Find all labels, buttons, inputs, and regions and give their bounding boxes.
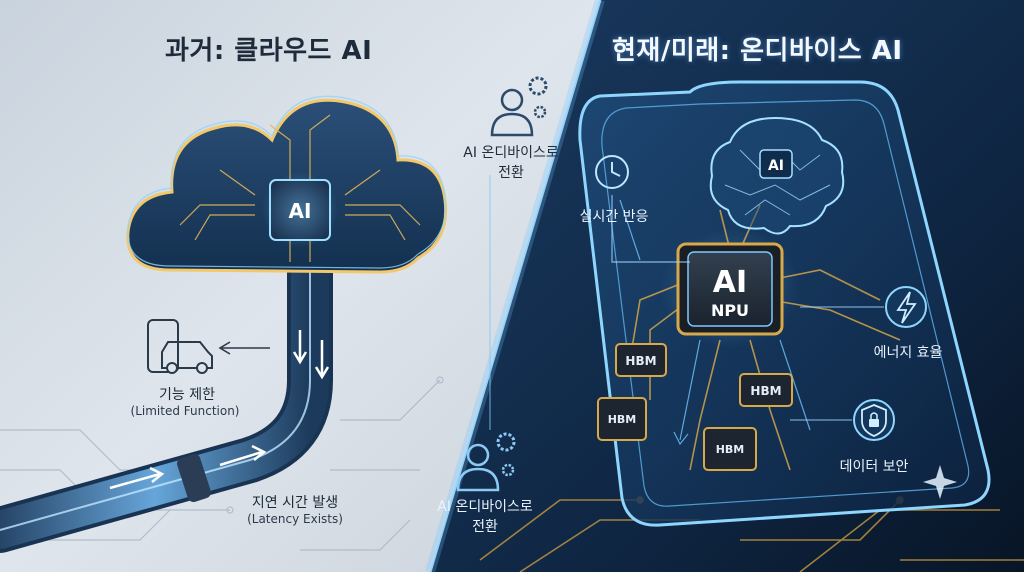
energy-label: 에너지 효율: [873, 345, 943, 361]
shield-lock-icon: [853, 399, 895, 441]
phone-signal-lines: [619, 199, 811, 446]
center-top-line1: AI 온디바이스로: [463, 145, 559, 161]
user-gear-icon-bottom: [456, 432, 516, 492]
center-bottom-line2: 전환: [472, 519, 498, 535]
realtime-connector: [611, 195, 690, 263]
brain-label: AI: [768, 158, 784, 174]
security-label: 데이터 보안: [839, 459, 909, 475]
hbm-label-3: HBM: [608, 413, 637, 426]
pipe-arrow-right-2: [219, 444, 267, 467]
latency-en-label: (Latency Exists): [247, 512, 343, 526]
user-gear-icon-top: [490, 76, 548, 137]
pipe-coupling: [177, 453, 211, 503]
limited-arrow: [218, 341, 270, 355]
cloud-circuits: [179, 114, 421, 262]
phone-screen: [601, 99, 970, 507]
hbm-block-3: HBM: [597, 397, 647, 441]
center-top-line2: 전환: [498, 165, 524, 181]
realtime-label: 실시간 반응: [579, 209, 649, 225]
npu-chip: AI NPU: [660, 228, 800, 348]
latency-label: 지연 시간 발생: [251, 495, 339, 511]
hbm-block-1: HBM: [615, 343, 667, 377]
npu-main-label: AI: [713, 265, 747, 300]
ai-brain: AI: [709, 116, 845, 235]
pipe-arrow-down-2: [314, 340, 330, 380]
limited-function-icon: [147, 319, 213, 374]
left-title: 과거: 클라우드 AI: [165, 36, 373, 66]
right-title: 현재/미래: 온디바이스 AI: [612, 36, 903, 66]
hbm-label-4: HBM: [716, 443, 745, 456]
pipe-arrow-right-1: [109, 466, 165, 490]
npu-sub-label: NPU: [711, 301, 749, 320]
limited-function-label: 기능 제한: [159, 387, 215, 403]
divider-glow: [425, 0, 605, 572]
hbm-label-1: HBM: [625, 354, 656, 368]
cloud-chip-label: AI: [289, 199, 312, 223]
cloud-ai: AI: [126, 95, 448, 274]
lightning-icon: [885, 286, 927, 328]
sparkle-icon: [923, 465, 957, 499]
data-pipe: [0, 237, 333, 553]
divider-line: [428, 0, 602, 572]
hbm-block-2: HBM: [739, 373, 793, 407]
center-bottom-line1: AI 온디바이스로: [437, 499, 533, 515]
limited-function-en-label: (Limited Function): [130, 404, 240, 418]
hbm-block-4: HBM: [703, 427, 757, 471]
hbm-label-2: HBM: [750, 384, 781, 398]
clock-icon: [595, 155, 629, 189]
pipe-arrow-down-1: [292, 330, 308, 365]
